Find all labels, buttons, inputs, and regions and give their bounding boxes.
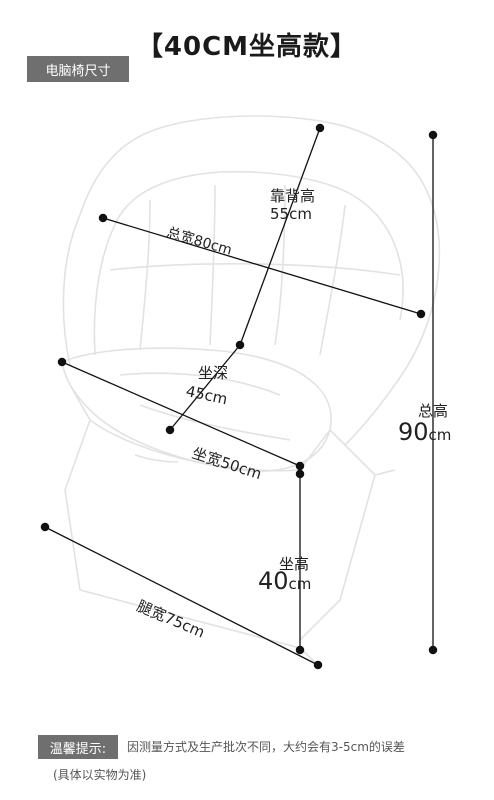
back-height-value: 55cm bbox=[270, 205, 312, 223]
seat-height-label: 坐高 bbox=[279, 555, 310, 573]
total-height-label: 总高 bbox=[418, 402, 449, 420]
total-height-unit: cm bbox=[428, 426, 452, 444]
dimension-lines bbox=[40, 123, 438, 670]
note-sub: (具体以实物为准) bbox=[53, 768, 147, 782]
seat-height-unit: cm bbox=[288, 575, 312, 593]
note-label: 温馨提示: bbox=[38, 735, 118, 759]
chair-outline bbox=[61, 115, 441, 666]
seat-depth-label: 坐深 bbox=[198, 364, 229, 382]
total-height-number: 90 bbox=[398, 418, 429, 446]
seat-height-number: 40 bbox=[258, 567, 289, 595]
back-height-label: 靠背高 bbox=[270, 187, 316, 205]
seat-height-value: 40cm bbox=[258, 567, 311, 595]
page-title: 【40CM坐高款】 bbox=[136, 32, 358, 62]
note-text: 因测量方式及生产批次不同，大约会有3-5cm的误差 bbox=[127, 740, 405, 754]
section-tag: 电脑椅尺寸 bbox=[27, 56, 129, 82]
total-height-value: 90cm bbox=[398, 418, 451, 446]
